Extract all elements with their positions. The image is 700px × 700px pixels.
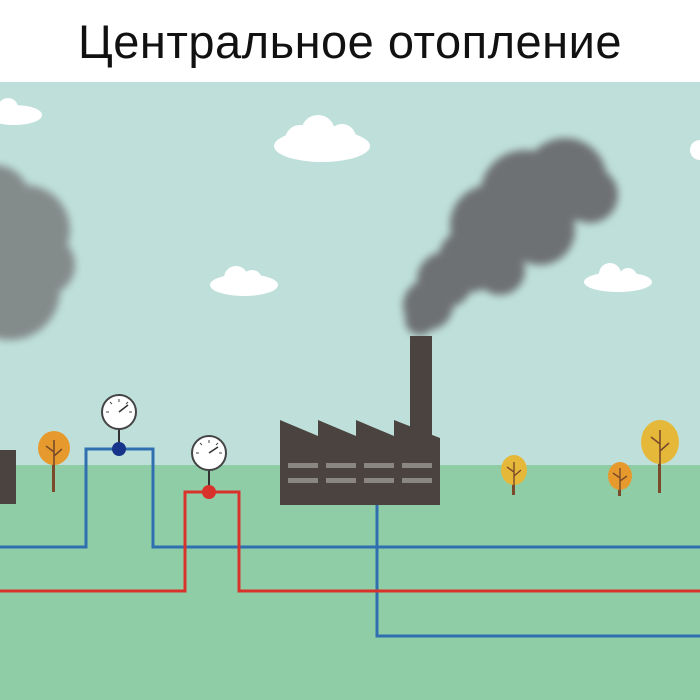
title-bar: Центральное отопление [0,0,700,82]
pressure-gauge-icon [191,435,227,499]
cloud-icon [274,115,370,162]
factory-icon [280,336,440,505]
building [0,450,16,504]
cloud-icon [210,266,278,296]
cloud-icon [584,263,652,292]
tree-icon [38,431,70,492]
pressure-gauge-icon [101,394,137,456]
smoke-cloud-left [0,165,75,340]
cloud-icon [690,140,700,160]
factory-smoke [403,138,618,335]
cloud-icon [0,98,42,125]
tree-icon [608,462,632,496]
tree-icon [501,455,527,495]
page-title: Центральное отопление [78,15,622,68]
tree-icon [641,420,679,493]
